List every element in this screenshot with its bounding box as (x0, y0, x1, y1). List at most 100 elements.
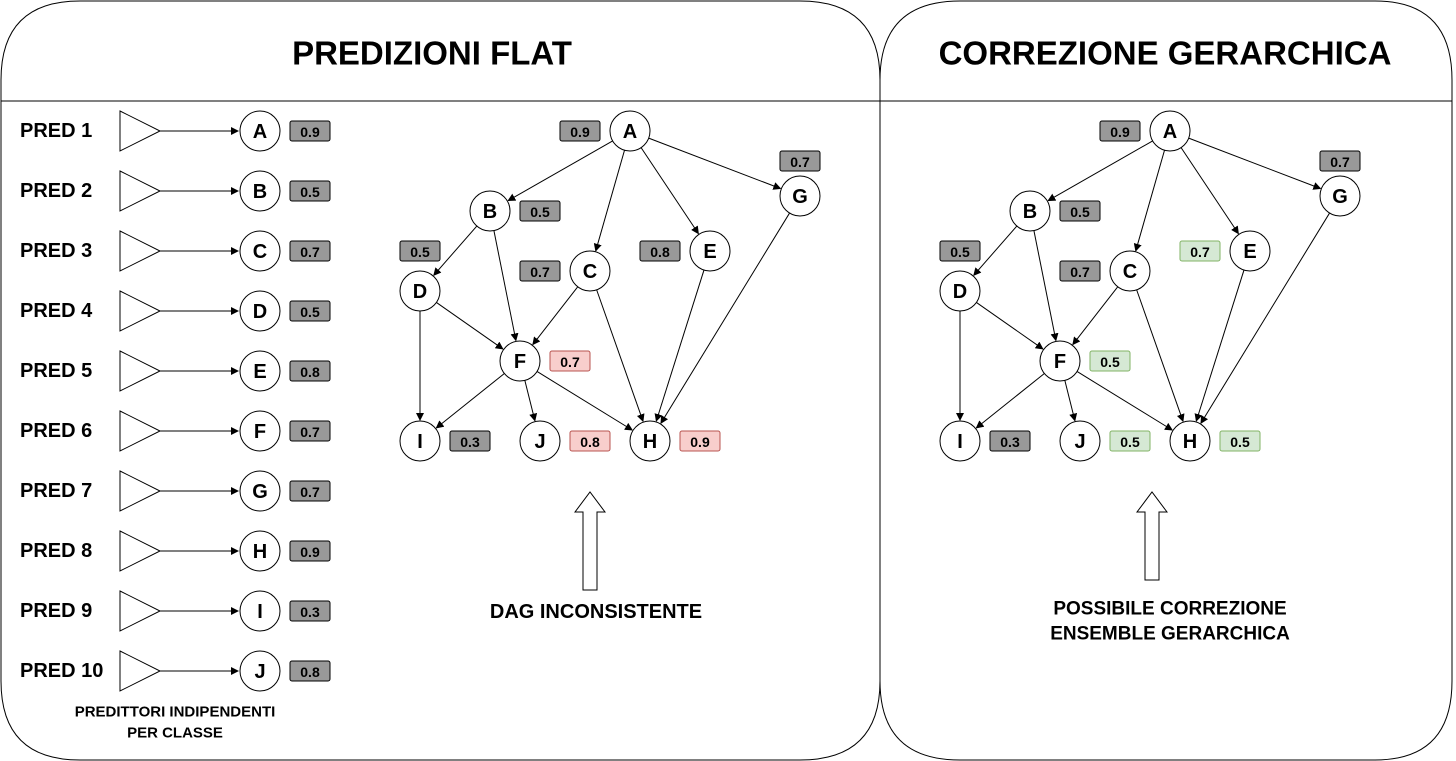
dag-score-f-box (549, 350, 591, 372)
dag-node-j-circle (519, 420, 561, 462)
dag-score-d: 0.5 (399, 240, 441, 262)
predictor-node-e: E (239, 350, 281, 392)
dag-score-e-box (639, 240, 681, 262)
predictor-label: PRED 9 (20, 600, 92, 622)
dag-node-e: E (689, 230, 731, 272)
edge-a-g (1188, 137, 1322, 190)
dag-node-a: A (609, 110, 651, 152)
edge-c-f (1072, 286, 1119, 346)
dag-node-b-label: B (483, 201, 497, 223)
dag-score-a-value: 0.9 (1110, 124, 1130, 140)
edge-a-e (1180, 147, 1239, 235)
edge-f-j (524, 380, 538, 422)
predictor-score-box (289, 660, 331, 682)
dag-node-g-circle (1319, 175, 1361, 217)
dag-node-c-circle (1109, 250, 1151, 292)
predictor-node-b: B (239, 170, 281, 212)
dag-node-j: J (1059, 420, 1101, 462)
predictor-score: 0.7 (289, 420, 331, 442)
predictor-score-value: 0.7 (300, 244, 320, 260)
left-up-arrow (574, 491, 606, 591)
predictor-score-box (289, 420, 331, 442)
dag-score-b: 0.5 (519, 200, 561, 222)
right-panel-title: CORREZIONE GERARCHICA (939, 35, 1392, 72)
dag-score-j: 0.8 (569, 430, 611, 452)
dag-score-g: 0.7 (1319, 150, 1361, 172)
predictor-node-a: A (239, 110, 281, 152)
dag-node-a-circle (1149, 110, 1191, 152)
dag-node-h: H (1169, 420, 1211, 462)
dag-score-a: 0.9 (1099, 120, 1141, 142)
predictors-caption-line1: PREDITTORI INDIPENDENTI (75, 704, 276, 721)
predictor-label: PRED 8 (20, 540, 92, 562)
dag-node-c-label: C (583, 261, 597, 283)
dag-node-f: F (499, 340, 541, 382)
dag-score-b-box (1059, 200, 1101, 222)
edge-a-c (593, 150, 625, 252)
edge-e-h (1194, 269, 1245, 422)
dag-node-b: B (1009, 190, 1051, 232)
predictor-node-c-label: C (253, 241, 267, 263)
predictor-score-value: 0.8 (300, 364, 320, 380)
edge-f-h (536, 371, 633, 431)
edge-b-f (1033, 230, 1059, 342)
dag-node-h-circle (629, 420, 671, 462)
dag-node-g-circle (779, 175, 821, 217)
dag-score-c-value: 0.7 (530, 264, 550, 280)
predictor-node-i: I (239, 590, 281, 632)
dag-score-i: 0.3 (449, 430, 491, 452)
dag-node-g: G (779, 175, 821, 217)
dag-node-i-circle (939, 420, 981, 462)
classifier-triangle-icon (119, 230, 162, 272)
predictor-score-box (289, 540, 331, 562)
dag-score-d-value: 0.5 (410, 244, 430, 260)
dag-node-b-label: B (1023, 201, 1037, 223)
edge-b-d (973, 225, 1018, 276)
predictor-row: PRED 1 A 0.9 (20, 110, 331, 152)
classifier-triangle-icon (119, 170, 162, 212)
dag-score-e: 0.7 (1179, 240, 1221, 262)
dag-score-h-box (679, 430, 721, 452)
predictor-label: PRED 1 (20, 120, 92, 142)
dag-node-c-label: C (1123, 261, 1137, 283)
dag-node-f-label: F (514, 351, 526, 373)
predictor-score: 0.9 (289, 120, 331, 142)
predictor-row: PRED 9 I 0.3 (20, 590, 331, 632)
classifier-triangle-icon (119, 290, 162, 332)
classifier-triangle-icon (119, 350, 162, 392)
predictor-label: PRED 10 (20, 660, 103, 682)
predictor-node-h-circle (239, 530, 281, 572)
dag-node-h-label: H (1183, 431, 1197, 453)
predictor-node-d: D (239, 290, 281, 332)
dag-node-e-label: E (1243, 241, 1256, 263)
edge-f-i (975, 373, 1045, 429)
dag-node-j: J (519, 420, 561, 462)
predictor-node-g: G (239, 470, 281, 512)
edge-c-h (596, 289, 645, 423)
predictor-score: 0.5 (289, 180, 331, 202)
dag-node-d-circle (939, 270, 981, 312)
dag-score-e: 0.8 (639, 240, 681, 262)
predictor-score-box (289, 240, 331, 262)
dag-node-e: E (1229, 230, 1271, 272)
dag-score-b-value: 0.5 (1070, 204, 1090, 220)
predictor-score-box (289, 300, 331, 322)
dag-edges (956, 137, 1330, 431)
dag-score-j-box (569, 430, 611, 452)
dag-node-f-circle (499, 340, 541, 382)
dag-node-e-circle (689, 230, 731, 272)
classifier-triangle-icon (119, 650, 162, 692)
dag-node-e-circle (1229, 230, 1271, 272)
dag-score-h: 0.9 (679, 430, 721, 452)
dag-node-d: D (939, 270, 981, 312)
edge-f-j (1064, 380, 1078, 422)
predictor-score-value: 0.3 (300, 604, 320, 620)
dag-score-b-value: 0.5 (530, 204, 550, 220)
dag-node-c: C (569, 250, 611, 292)
predictor-score: 0.5 (289, 300, 331, 322)
